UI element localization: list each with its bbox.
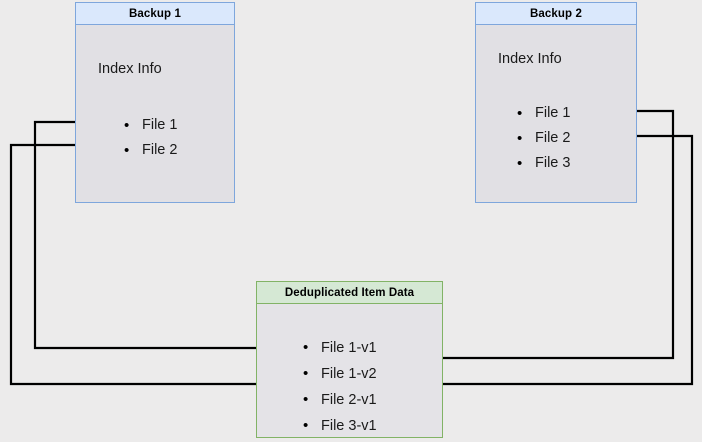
list-item[interactable]: File 1-v2 [303,361,377,387]
backup-1-box[interactable]: Backup 1 Index Info File 1 File 2 [75,2,235,203]
list-item[interactable]: File 1-v1 [303,335,377,361]
backup-1-file-list: File 1 File 2 [124,113,177,163]
backup-2-title: Backup 2 [476,3,636,25]
deduplicated-item-data-box[interactable]: Deduplicated Item Data File 1-v1 File 1-… [256,281,443,439]
backup-1-index-info-label: Index Info [98,61,162,77]
list-item[interactable]: File 2-v1 [303,387,377,413]
list-item[interactable]: File 3-v1 [303,413,377,439]
list-item[interactable]: File 2 [124,138,177,163]
backup-2-index-info-label: Index Info [498,51,562,67]
deduplicated-item-data-title: Deduplicated Item Data [257,282,442,304]
list-item[interactable]: File 3 [517,151,570,176]
deduplicated-file-list: File 1-v1 File 1-v2 File 2-v1 File 3-v1 [303,335,377,439]
list-item[interactable]: File 2 [517,126,570,151]
list-item[interactable]: File 1 [124,113,177,138]
list-item[interactable]: File 1 [517,101,570,126]
backup-2-file-list: File 1 File 2 File 3 [517,101,570,176]
backup-1-title: Backup 1 [76,3,234,25]
backup-2-box[interactable]: Backup 2 Index Info File 1 File 2 File 3 [475,2,637,203]
